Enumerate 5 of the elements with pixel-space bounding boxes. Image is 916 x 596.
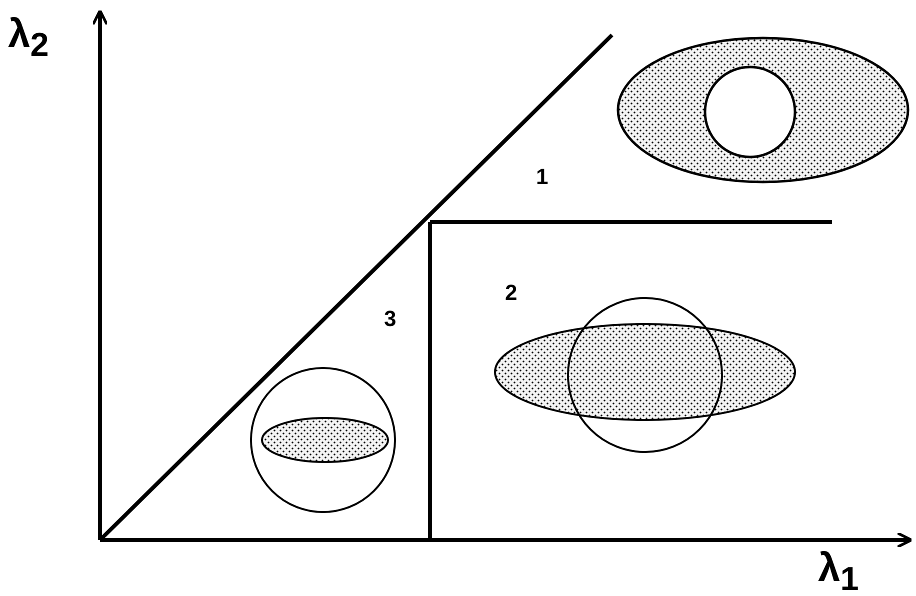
- region-number: 2: [505, 282, 518, 304]
- axis-label: λ$_{1}$: [818, 548, 859, 596]
- region-number: 1: [536, 166, 548, 188]
- axis-label: λ$_{2}$: [8, 14, 49, 62]
- region-number: 3: [384, 308, 396, 330]
